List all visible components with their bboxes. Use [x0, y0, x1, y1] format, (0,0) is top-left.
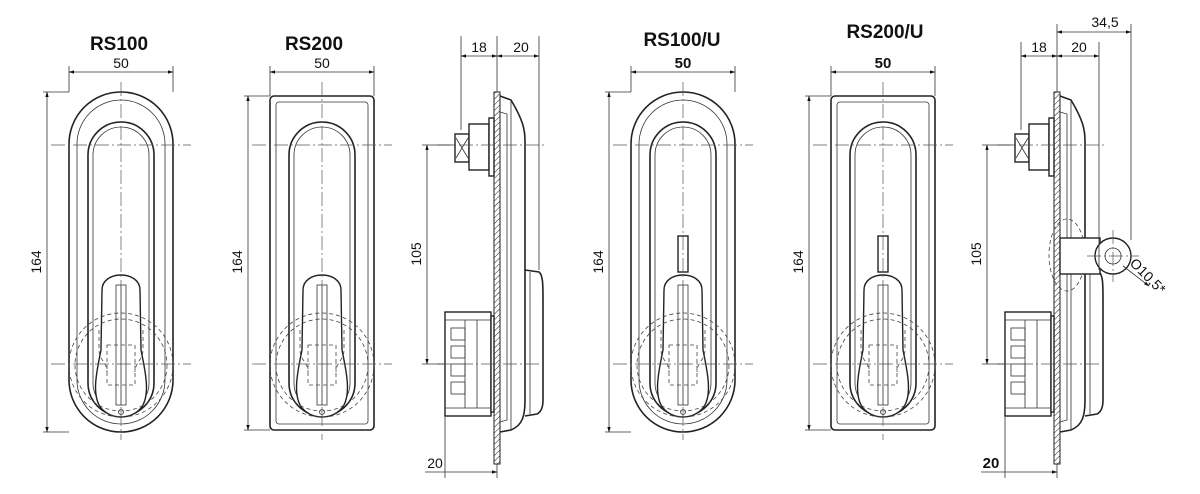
view-rs100-u: RS100/U 50 164 [590, 30, 753, 440]
view-title: RS200/U [846, 22, 923, 43]
dim-20: 20 [1071, 39, 1087, 55]
height-label: 164 [229, 250, 245, 274]
dim-bottom-20: 20 [983, 455, 1000, 472]
dim-34-5: 34,5 [1091, 14, 1118, 30]
dim-18: 18 [471, 39, 487, 55]
dim-105: 105 [968, 242, 984, 266]
height-label: 164 [590, 250, 606, 274]
view-title: RS100/U [643, 30, 720, 51]
view-side-standard: 18 20 105 20 [408, 36, 548, 478]
view-rs200: RS200 50 164 [229, 34, 392, 440]
dim-bottom-20: 20 [427, 455, 443, 471]
hole-label: O10,5* [1127, 255, 1170, 298]
width-label: 50 [314, 55, 330, 71]
view-rs100: RS100 50 164 [28, 34, 191, 440]
width-label: 50 [675, 55, 692, 72]
dim-18: 18 [1031, 39, 1047, 55]
width-label: 50 [875, 55, 892, 72]
height-label: 164 [790, 250, 806, 274]
view-title: RS100 [90, 34, 148, 55]
width-label: 50 [113, 55, 129, 71]
dim-20: 20 [513, 39, 529, 55]
height-label: 164 [28, 250, 44, 274]
view-title: RS200 [285, 34, 343, 55]
dim-105: 105 [408, 242, 424, 266]
view-side-padlock: O10,5* 34,5 18 20 105 20 [968, 14, 1169, 478]
view-rs200-u: RS200/U 50 164 [790, 22, 953, 440]
